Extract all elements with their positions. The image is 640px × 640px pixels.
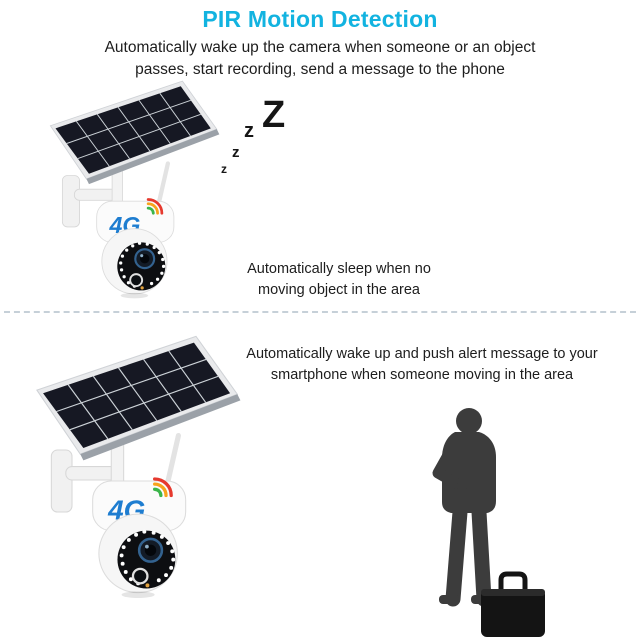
solar-camera-illustration-sleep: 4G <box>49 80 220 299</box>
second-lens <box>129 273 144 288</box>
camera-dome <box>101 228 168 299</box>
standing-person <box>432 408 496 607</box>
antenna <box>164 432 182 488</box>
sleep-z-small: z <box>232 144 240 161</box>
signal-arcs-icon <box>153 477 173 498</box>
sleep-caption-line-1: Automatically sleep when no <box>247 261 431 277</box>
solar-panel <box>49 80 220 185</box>
sleep-caption: Automatically sleep when no moving objec… <box>233 259 445 301</box>
antenna <box>156 161 171 207</box>
led-dots <box>119 529 176 588</box>
signal-arcs-icon <box>146 198 164 215</box>
camera-dome <box>98 513 178 599</box>
solar-panel <box>36 335 241 461</box>
solar-camera-illustration-alert: 4G <box>36 335 241 599</box>
second-lens <box>131 567 149 585</box>
alert-caption-line-1: Automatically wake up and push alert mes… <box>246 346 598 362</box>
sleep-z-big: Z <box>262 94 286 136</box>
mounting-bracket <box>61 175 118 228</box>
subtitle: Automatically wake up the camera when so… <box>0 37 640 81</box>
sleep-caption-line-2: moving object in the area <box>257 282 420 299</box>
briefcase <box>481 571 545 637</box>
subtitle-line-1: Automatically wake up the camera when so… <box>104 39 536 56</box>
mounting-bracket <box>50 449 118 513</box>
page-title: PIR Motion Detection <box>202 6 438 32</box>
subtitle-line-2: passes, start recording, send a message … <box>135 61 505 78</box>
alert-caption-line-2: smartphone when someone moving in the ar… <box>270 367 574 384</box>
person-silhouette <box>432 408 545 637</box>
sleep-z-tiny: z <box>221 162 227 176</box>
sleep-z-mid: z <box>244 120 254 142</box>
alert-caption: Automatically wake up and push alert mes… <box>222 344 622 386</box>
dashed-divider <box>4 311 636 313</box>
